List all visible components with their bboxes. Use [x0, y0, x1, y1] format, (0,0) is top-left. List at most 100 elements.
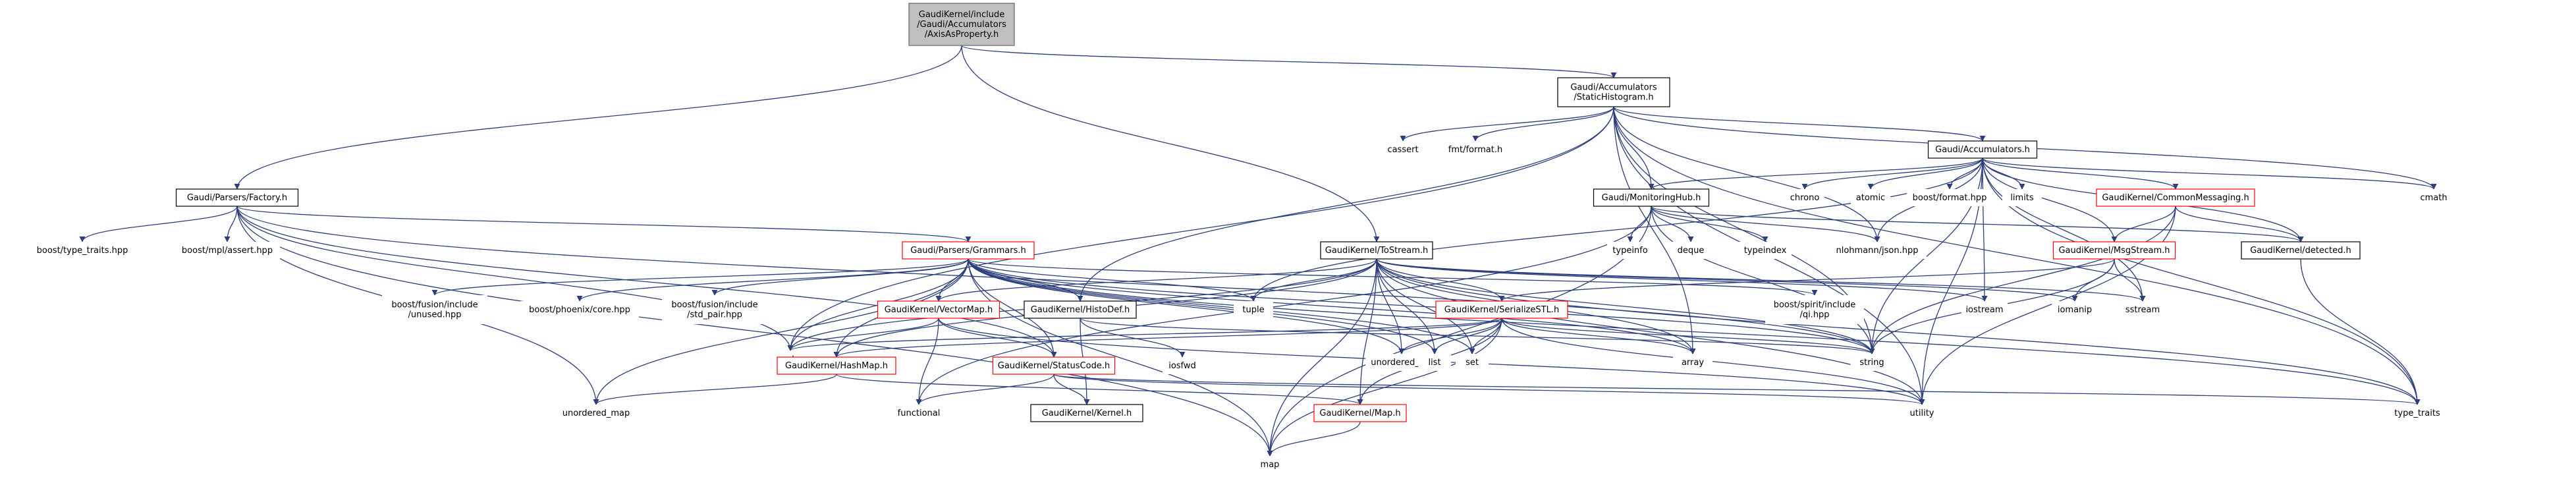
node-typeinfo[interactable]: typeinfo: [1607, 242, 1653, 259]
node-label: GaudiKernel/SerializeSTL.h: [1444, 305, 1559, 315]
node-unordered-map[interactable]: unordered_map: [557, 405, 636, 422]
edge-static_histogram-to-nlohmann_json: [1613, 106, 1880, 242]
node-vector-map[interactable]: GaudiKernel/VectorMap.h: [877, 300, 1000, 319]
node-label: iosfwd: [1168, 361, 1196, 371]
node-phoenix-core[interactable]: boost/phoenix/core.hpp: [520, 301, 639, 318]
node-detected[interactable]: GaudiKernel/detected.h: [2241, 241, 2361, 260]
node-common-messaging[interactable]: GaudiKernel/CommonMessaging.h: [2096, 188, 2255, 207]
node-label: cassert: [1387, 145, 1418, 155]
node-histo-def[interactable]: GaudiKernel/HistoDef.h: [1024, 300, 1137, 319]
node-background: [1851, 189, 1890, 206]
node-limits[interactable]: limits: [2002, 189, 2042, 206]
node-grammars[interactable]: Gaudi/Parsers/Grammars.h: [902, 241, 1035, 260]
node-label: GaudiKernel/ToStream.h: [1325, 246, 1428, 256]
edge-hash_map-to-unordered_map: [593, 374, 837, 405]
node-hash-map[interactable]: GaudiKernel/HashMap.h: [777, 356, 896, 375]
node-box: [2052, 241, 2176, 260]
node-label: Gaudi/Parsers/Factory.h: [187, 193, 287, 203]
node-label: /unused.hpp: [408, 310, 462, 320]
node-list[interactable]: list: [1418, 354, 1451, 371]
node-spirit-qi[interactable]: boost/spirit/include/qi.hpp: [1765, 295, 1864, 324]
node-box: [908, 3, 1015, 46]
node-chrono[interactable]: chrono: [1785, 189, 1824, 206]
node-label: Gaudi/Accumulators.h: [1935, 145, 2030, 155]
node-static-histogram[interactable]: Gaudi/Accumulators/StaticHistogram.h: [1557, 77, 1670, 107]
node-label: boost/mpl/assert.hpp: [182, 246, 273, 256]
node-boost-mpl-assert[interactable]: boost/mpl/assert.hpp: [175, 242, 280, 259]
node-kernel-h[interactable]: GaudiKernel/Kernel.h: [1030, 404, 1143, 422]
edge-grammars-to-spirit_qi: [968, 258, 1818, 296]
edge-factory-to-status_code: [236, 206, 1057, 358]
edge-status_code-to-kernel_h: [1053, 374, 1090, 405]
node-string[interactable]: string: [1850, 354, 1894, 371]
edge-to_stream-to-vector_map: [935, 258, 1377, 302]
node-label: functional: [898, 408, 941, 418]
node-atomic[interactable]: atomic: [1851, 189, 1890, 206]
node-array[interactable]: array: [1673, 354, 1713, 371]
node-background: [1850, 354, 1894, 371]
node-iosfwd[interactable]: iosfwd: [1163, 357, 1202, 374]
node-label: Gaudi/MonitoringHub.h: [1602, 193, 1701, 203]
node-fusion-unused[interactable]: boost/fusion/include/unused.hpp: [382, 295, 487, 324]
node-label: typeinfo: [1612, 246, 1647, 256]
node-status-code[interactable]: GaudiKernel/StatusCode.h: [992, 356, 1116, 375]
edge-to_stream-to-string: [1376, 258, 1875, 354]
node-set[interactable]: set: [1456, 354, 1489, 371]
node-serialize-stl[interactable]: GaudiKernel/SerializeSTL.h: [1435, 300, 1568, 319]
node-box: [777, 356, 896, 375]
node-functional[interactable]: functional: [889, 405, 948, 422]
edge-common_messaging-to-msg_stream: [2111, 206, 2176, 242]
node-map[interactable]: map: [1253, 456, 1286, 473]
node-cmath[interactable]: cmath: [2414, 189, 2453, 206]
node-iomanip[interactable]: iomanip: [2052, 301, 2098, 318]
node-label: GaudiKernel/StatusCode.h: [998, 361, 1110, 371]
edge-to_stream-to-map: [1267, 258, 1377, 457]
node-cassert[interactable]: cassert: [1380, 141, 1426, 158]
node-monitoring-hub[interactable]: Gaudi/MonitoringHub.h: [1593, 188, 1710, 207]
node-label: /StaticHistogram.h: [1574, 93, 1653, 103]
edge-histo_def-to-iosfwd: [1080, 318, 1186, 358]
edge-static_histogram-to-monitoring_hub: [1613, 106, 1655, 190]
node-background: [2414, 189, 2453, 206]
node-sstream[interactable]: sstream: [2120, 301, 2166, 318]
node-msg-stream[interactable]: GaudiKernel/MsgStream.h: [2052, 241, 2176, 260]
node-label: GaudiKernel/MsgStream.h: [2058, 246, 2170, 256]
edge-grammars-to-unordered_set: [968, 258, 1405, 354]
node-box: [1320, 241, 1433, 260]
node-label: type_traits: [2394, 408, 2440, 418]
node-tuple[interactable]: tuple: [1234, 301, 1273, 318]
edge-to_stream-to-unordered_set: [1376, 258, 1405, 354]
node-deque[interactable]: deque: [1671, 242, 1711, 259]
node-accumulators[interactable]: Gaudi/Accumulators.h: [1927, 140, 2038, 159]
node-utility[interactable]: utility: [1899, 405, 1945, 422]
node-fusion-std-pair[interactable]: boost/fusion/include/std_pair.hpp: [662, 295, 767, 324]
node-to-stream[interactable]: GaudiKernel/ToStream.h: [1320, 241, 1433, 260]
edge-static_histogram-to-fmt_format: [1472, 106, 1614, 142]
node-label: set: [1466, 358, 1479, 368]
node-typeindex[interactable]: typeindex: [1739, 242, 1792, 259]
edge-to_stream-to-iostream: [1376, 258, 1988, 302]
node-fmt-format[interactable]: fmt/format.h: [1442, 141, 1508, 158]
node-type-traits[interactable]: type_traits: [2388, 405, 2447, 422]
node-root[interactable]: GaudiKernel/include/Gaudi/Accumulators/A…: [908, 3, 1015, 46]
node-label: GaudiKernel/Kernel.h: [1042, 408, 1132, 418]
edge-to_stream-to-serialize_stl: [1376, 258, 1505, 302]
node-label: boost/fusion/include: [671, 300, 757, 310]
node-box: [992, 356, 1116, 375]
node-nlohmann-json[interactable]: nlohmann/json.hpp: [1828, 242, 1927, 259]
edge-to_stream-to-utility: [1376, 258, 1925, 405]
node-box: [1030, 404, 1143, 422]
node-factory[interactable]: Gaudi/Parsers/Factory.h: [175, 188, 299, 207]
edge-serialize_stl-to-list: [1431, 318, 1502, 354]
edge-status_code-to-functional: [916, 374, 1055, 405]
node-label: /std_pair.hpp: [687, 310, 742, 320]
node-iostream[interactable]: iostream: [1961, 301, 2008, 318]
node-box: [1024, 300, 1137, 319]
node-boost-format[interactable]: boost/format.hpp: [1907, 189, 1992, 206]
node-map-h[interactable]: GaudiKernel/Map.h: [1313, 404, 1407, 422]
edge-grammars-to-map: [968, 258, 1273, 457]
dependency-edges: [79, 45, 2437, 457]
node-label: array: [1682, 358, 1704, 368]
node-boost-type-traits[interactable]: boost/type_traits.hpp: [33, 242, 132, 259]
edge-detected-to-type_traits: [2300, 258, 2421, 405]
